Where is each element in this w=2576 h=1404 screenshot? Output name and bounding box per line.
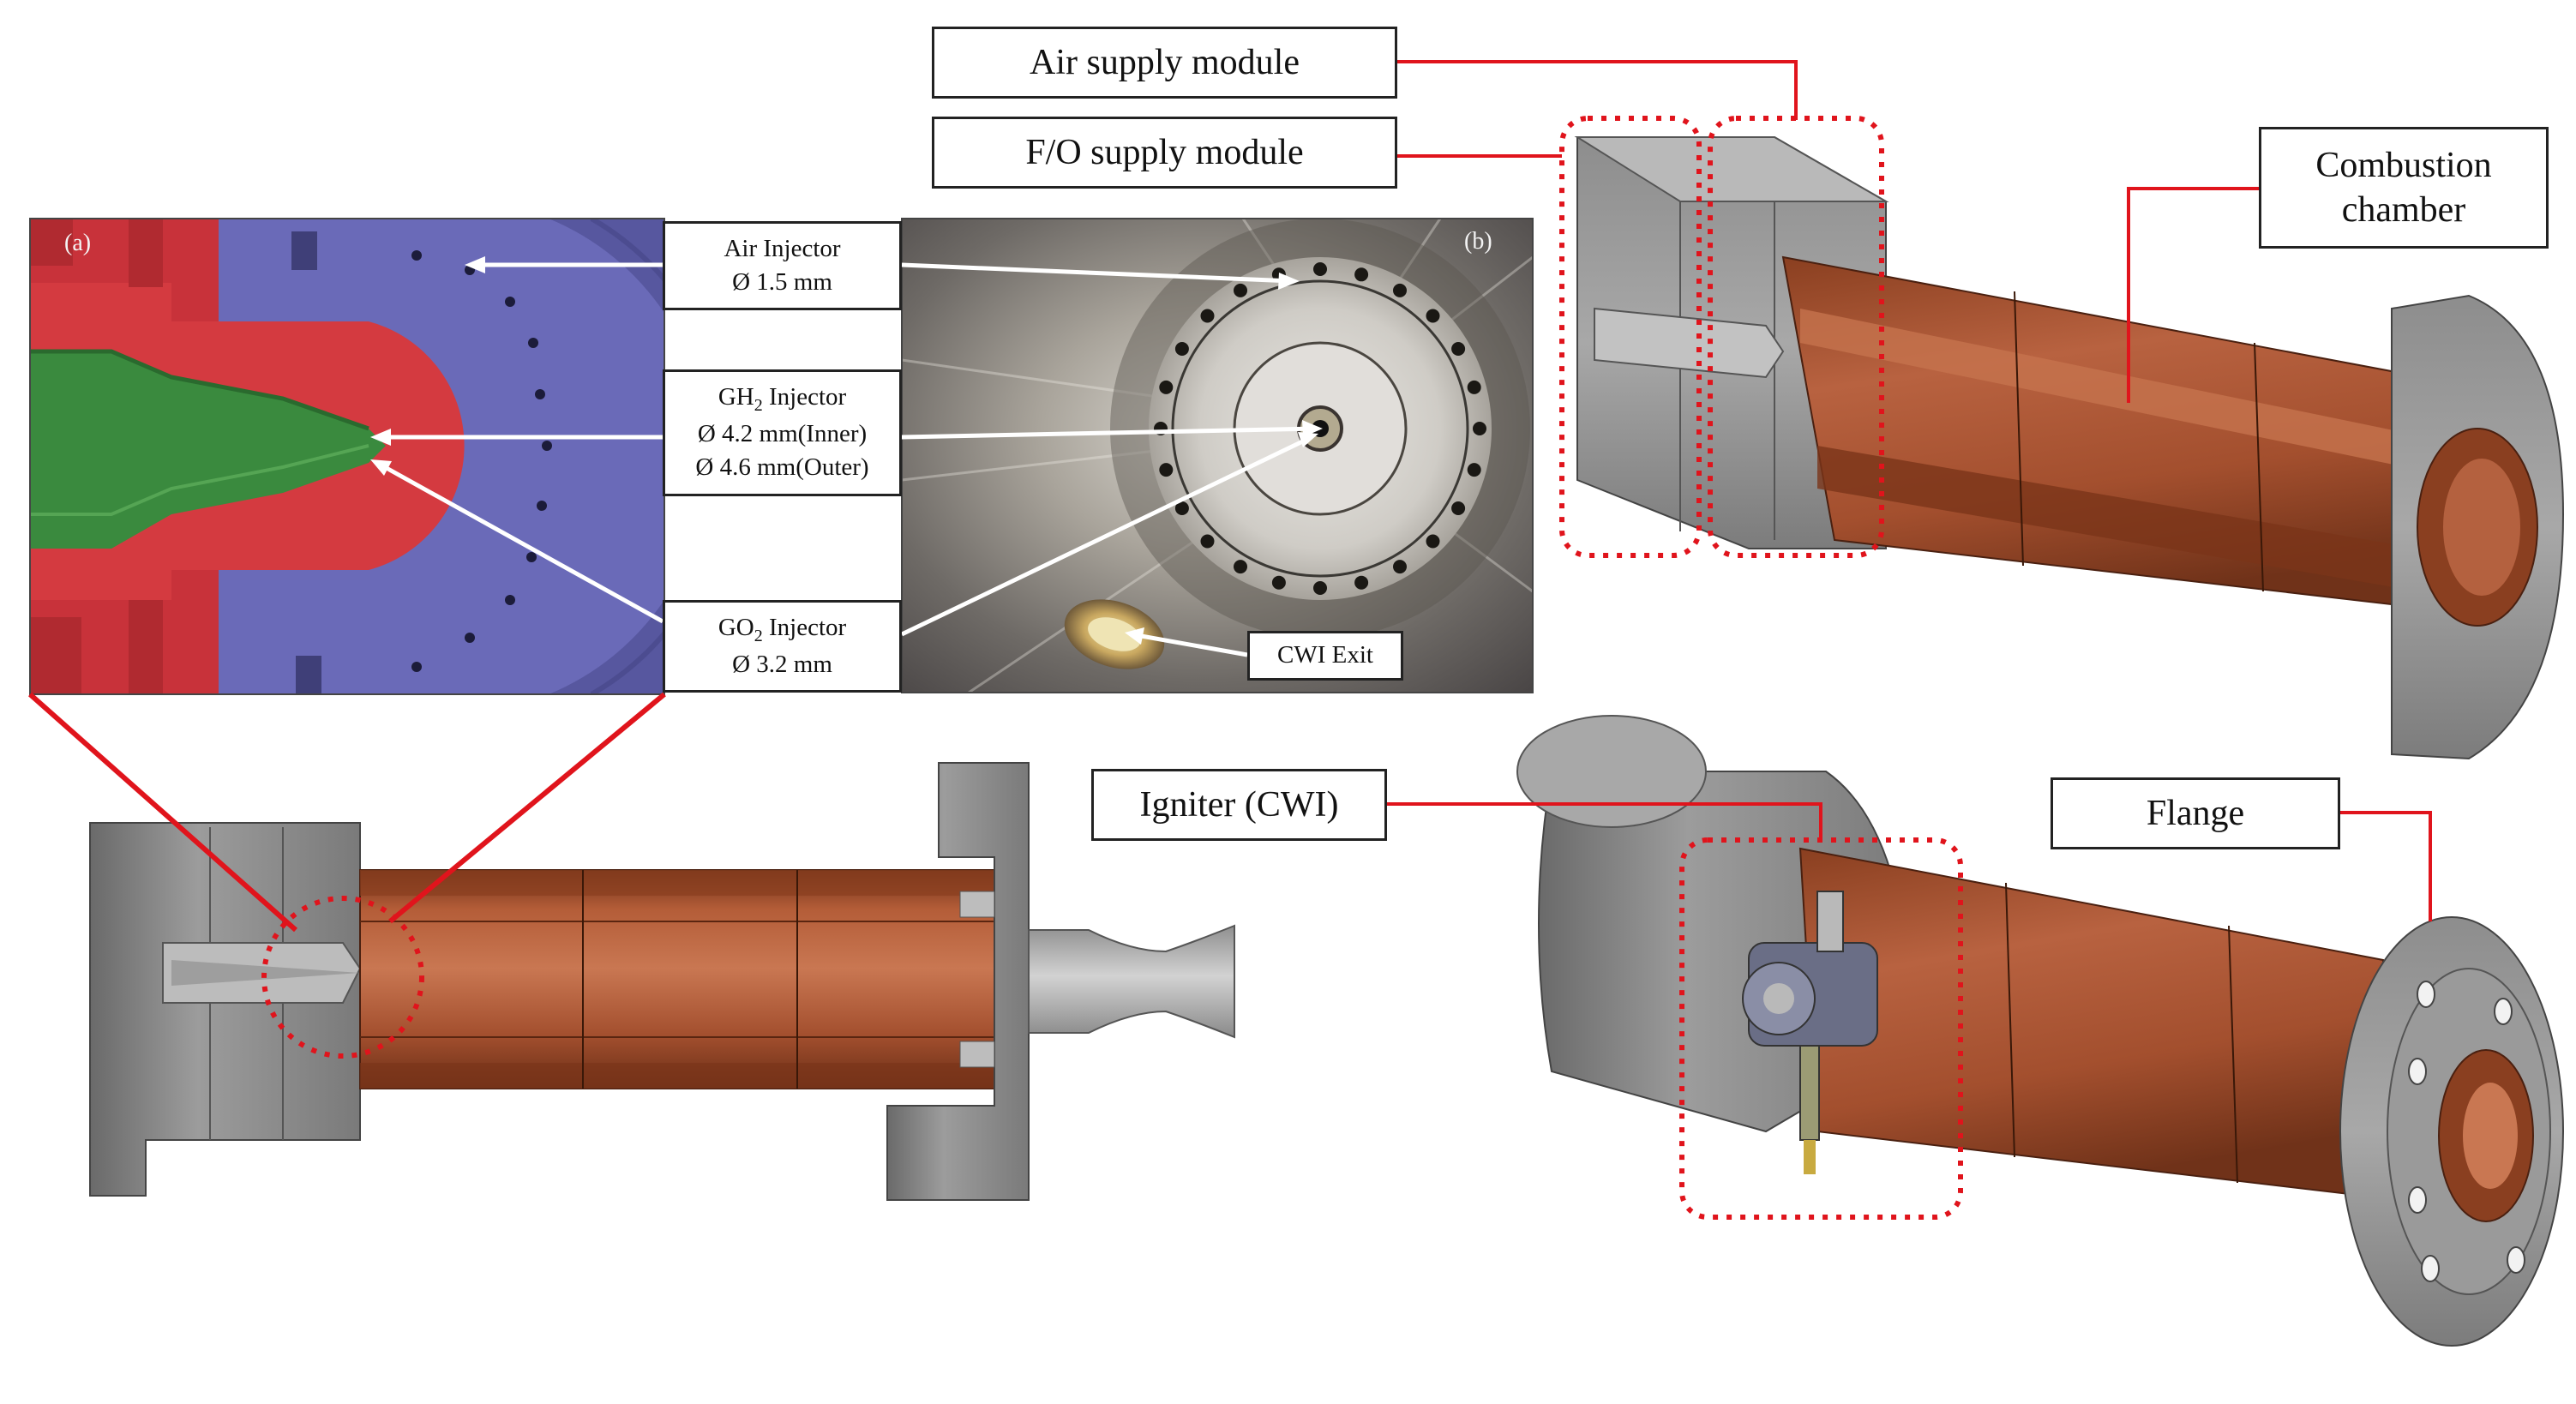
gh2-injector-label: GH2 Injector Ø 4.2 mm(Inner) Ø 4.6 mm(Ou… [663,369,902,496]
panel-a-section-closeup: (a) [30,219,664,694]
air-orifice [1451,342,1466,356]
air-orifice [1393,283,1407,297]
air-orifice [1174,501,1189,515]
air-supply-module-text: Air supply module [1030,42,1300,82]
air-orifice [1271,575,1286,590]
cross-section-view [89,762,1235,1201]
air-injector-name: Air Injector [724,234,841,262]
air-orifice [1473,422,1486,435]
combustion-chamber-line1: Combustion [2315,145,2492,185]
panel-b-injector-photo: (b) [902,219,1533,693]
go2-injector-label: GO2 Injector Ø 3.2 mm [663,600,902,693]
leader-lines [28,60,2432,933]
air-injector-label: Air Injector Ø 1.5 mm [663,221,902,310]
air-orifice [1174,342,1189,356]
air-orifice [1200,309,1215,323]
air-orifice [1467,463,1481,477]
air-orifice [1393,560,1407,574]
combustion-chamber-line2: chamber [2341,190,2466,230]
flange-text: Flange [2146,793,2245,833]
panel-a-tag: (a) [64,230,91,256]
cwi-exit-text: CWI Exit [1277,641,1373,669]
gh2-injector-dim-outer: Ø 4.6 mm(Outer) [695,453,869,482]
air-injector-dim: Ø 1.5 mm [732,268,832,296]
cutaway-isometric-view [1559,116,2565,760]
air-orifice [1426,309,1440,323]
air-orifice [1451,501,1466,515]
igniter-label: Igniter (CWI) [1091,769,1387,841]
air-orifice [1234,283,1247,297]
air-orifice [1200,534,1215,549]
air-orifice [1159,463,1174,477]
go2-injector-name: GO2 Injector [718,614,847,645]
flange-label: Flange [2051,777,2340,849]
go2-injector-dim: Ø 3.2 mm [732,650,832,678]
air-orifice [1467,380,1481,394]
cwi-exit-label: CWI Exit [1247,631,1403,681]
gh2-injector-dim-inner: Ø 4.2 mm(Inner) [697,420,868,448]
air-orifice [1234,560,1247,574]
fo-supply-module-text: F/O supply module [1025,132,1304,172]
air-orifice [1313,581,1327,595]
air-orifice [1159,380,1174,394]
air-orifice [1426,534,1440,549]
air-orifice [1313,262,1327,276]
air-supply-module-label: Air supply module [932,27,1397,99]
exterior-isometric-view [1516,715,2564,1347]
air-orifice [1354,575,1369,590]
combustion-chamber-label: Combustion chamber [2259,127,2549,249]
fo-supply-module-label: F/O supply module [932,117,1397,189]
air-orifice-ring [1154,262,1486,595]
air-orifice [1354,267,1369,282]
igniter-text: Igniter (CWI) [1139,784,1339,825]
panel-b-tag: (b) [1464,228,1492,255]
gh2-injector-name: GH2 Injector [718,383,847,416]
